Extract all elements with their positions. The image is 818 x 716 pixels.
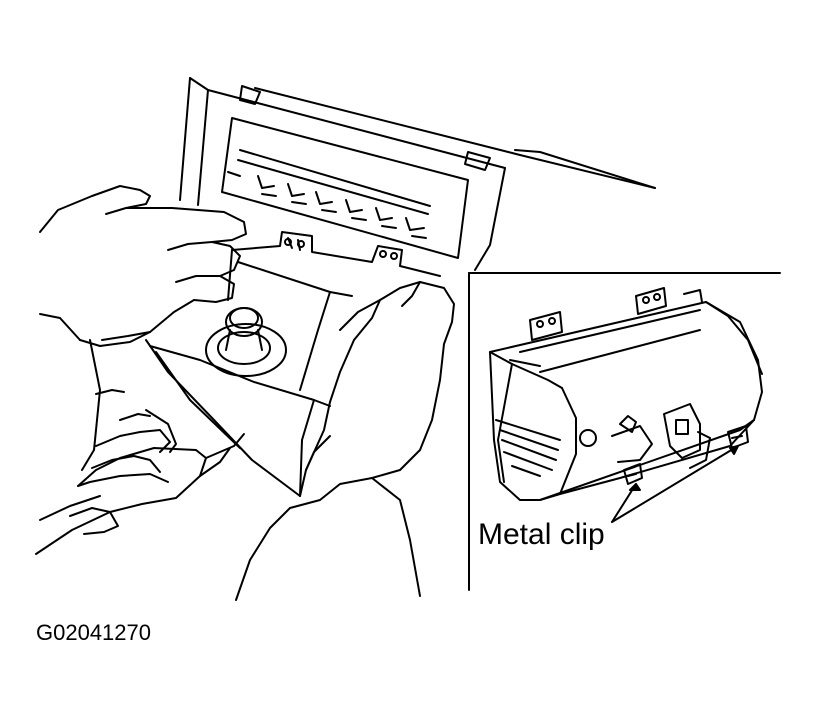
figure-id-label: G02041270 <box>36 620 151 645</box>
console-tray <box>146 232 440 496</box>
center-stack-bezel <box>180 78 655 270</box>
metal-clip-label: Metal clip <box>478 518 605 551</box>
lower-console <box>36 332 244 554</box>
inset-panel <box>469 273 780 590</box>
shift-knob <box>206 308 286 376</box>
right-hand <box>236 282 454 600</box>
left-hand <box>40 186 246 470</box>
dashboard-scene <box>36 78 655 600</box>
removed-unit <box>490 288 762 500</box>
audio-display-panel <box>222 118 468 258</box>
callout-leaders <box>612 446 738 522</box>
